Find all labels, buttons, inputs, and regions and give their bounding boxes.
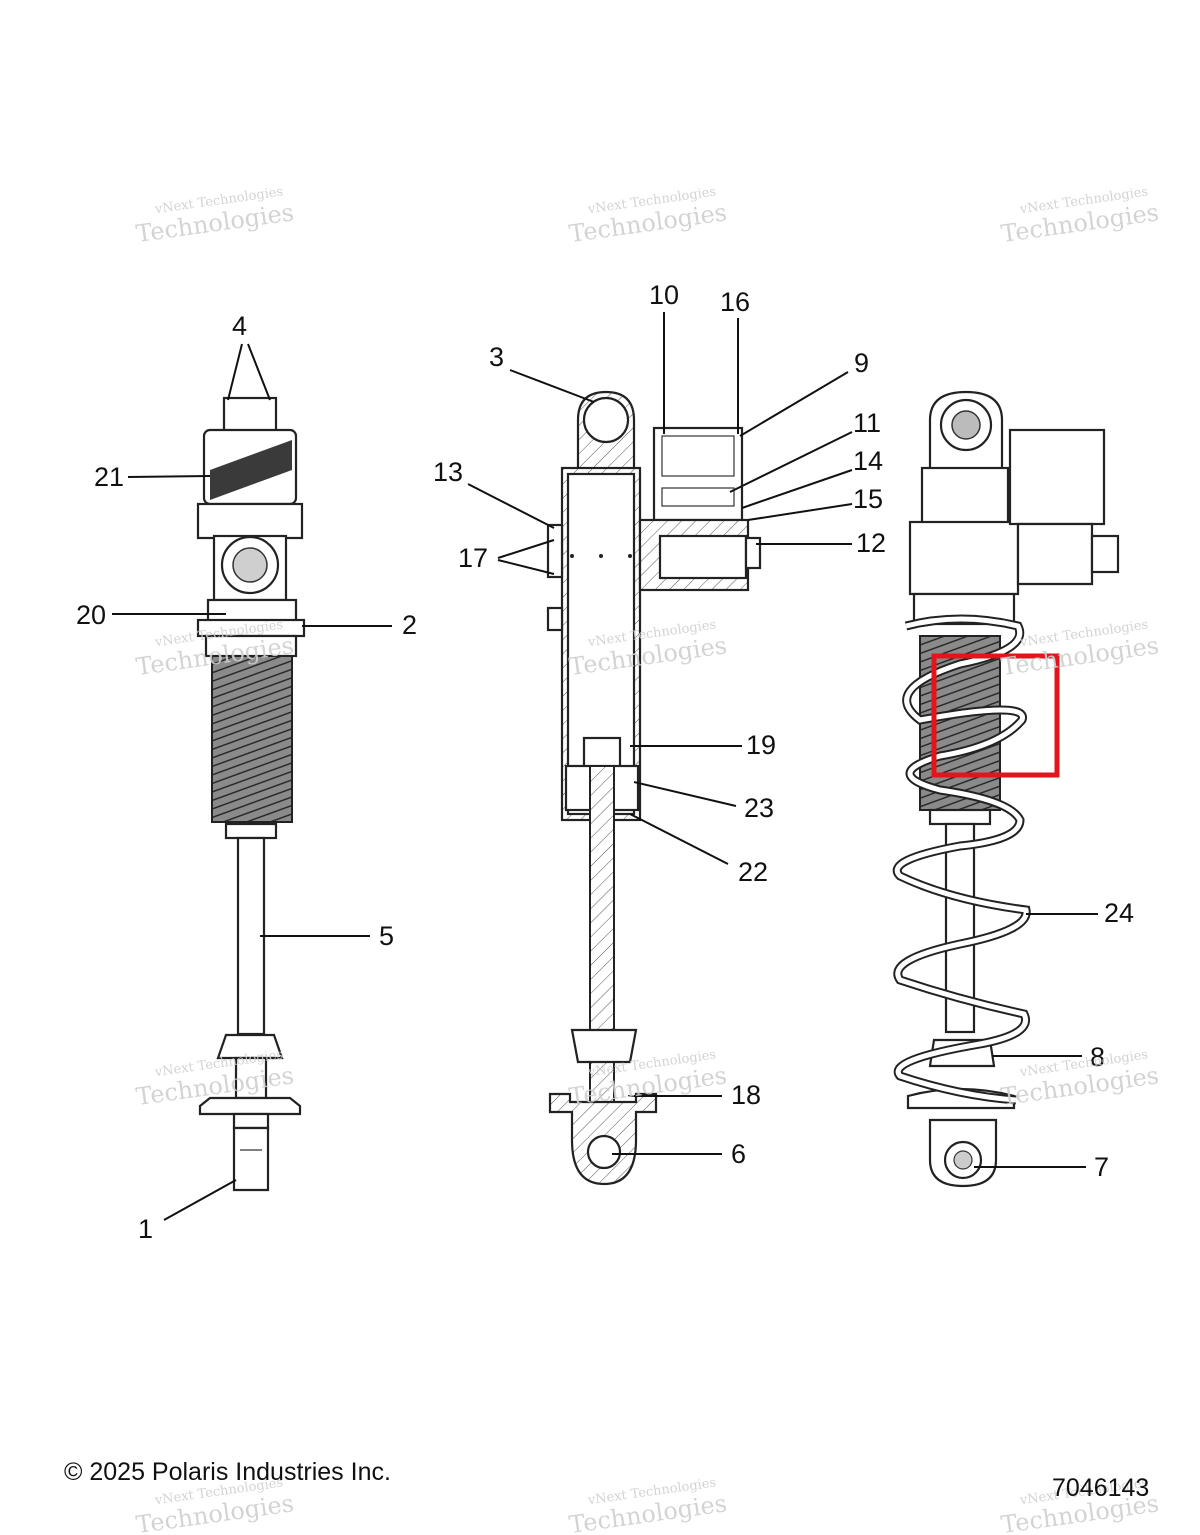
callout-10: 10 (649, 280, 679, 310)
upper-ring (206, 598, 298, 624)
callout-24: 24 (1104, 898, 1134, 928)
callout-5: 5 (379, 921, 394, 951)
threaded-body (211, 655, 293, 823)
callout-15: 15 (853, 484, 883, 514)
left-shock (196, 396, 306, 1192)
leader-lines (112, 312, 1098, 1221)
side-port (546, 606, 564, 632)
adjuster-bolt (1090, 534, 1120, 574)
drawing-number: 7046143 (1052, 1474, 1150, 1502)
callout-19: 19 (746, 730, 776, 760)
callout-13: 13 (433, 457, 463, 487)
piggyback-reservoir (1008, 428, 1106, 526)
callout-20: 20 (76, 600, 106, 630)
bump-stop (216, 1033, 284, 1060)
callout-23: 23 (744, 793, 774, 823)
callout-2: 2 (402, 610, 417, 640)
piston-shaft (589, 765, 615, 1127)
callout-4: 4 (232, 311, 247, 341)
highlight-box (931, 653, 1060, 778)
spring-seat (198, 1096, 302, 1116)
callout-17: 17 (458, 543, 488, 573)
callout-9: 9 (854, 348, 869, 378)
body-collar (908, 520, 1020, 596)
callout-6: 6 (731, 1139, 746, 1169)
right-shock (892, 390, 1120, 1188)
body-end (224, 822, 278, 840)
lower-eyelet (232, 1126, 270, 1192)
reservoir-base (1016, 522, 1094, 586)
callout-1: 1 (138, 1214, 153, 1244)
lower-eye-bore (586, 1134, 622, 1170)
callout-3: 3 (489, 342, 504, 372)
callout-21: 21 (94, 462, 124, 492)
copyright-text: © 2025 Polaris Industries Inc. (64, 1458, 391, 1486)
callout-18: 18 (731, 1080, 761, 1110)
seat-neck (232, 1112, 270, 1130)
velocity-decal (210, 440, 292, 500)
body-end (928, 808, 992, 826)
body-collar (196, 502, 304, 540)
callout-11: 11 (853, 408, 881, 438)
upper-body (920, 466, 1010, 528)
callout-14: 14 (853, 446, 883, 476)
middle-shock-section (546, 390, 762, 1186)
bumper (570, 1028, 638, 1064)
callouts: 4 21 20 2 5 1 3 10 16 9 11 14 15 12 13 1… (76, 280, 1134, 1244)
top-eye-bore (582, 396, 630, 444)
piston-nut (582, 736, 622, 770)
compression-adjuster (658, 534, 748, 580)
reservoir-head (652, 426, 744, 522)
callout-12: 12 (856, 528, 886, 558)
callout-8: 8 (1090, 1042, 1105, 1072)
callout-22: 22 (738, 857, 768, 887)
adjuster-cap (744, 536, 762, 570)
side-fitting (546, 523, 564, 579)
watermarks: vNext Technologies Technologies vNext Te… (134, 184, 1160, 1535)
top-cap (222, 396, 278, 434)
callout-16: 16 (720, 287, 750, 317)
callout-7: 7 (1094, 1152, 1109, 1182)
